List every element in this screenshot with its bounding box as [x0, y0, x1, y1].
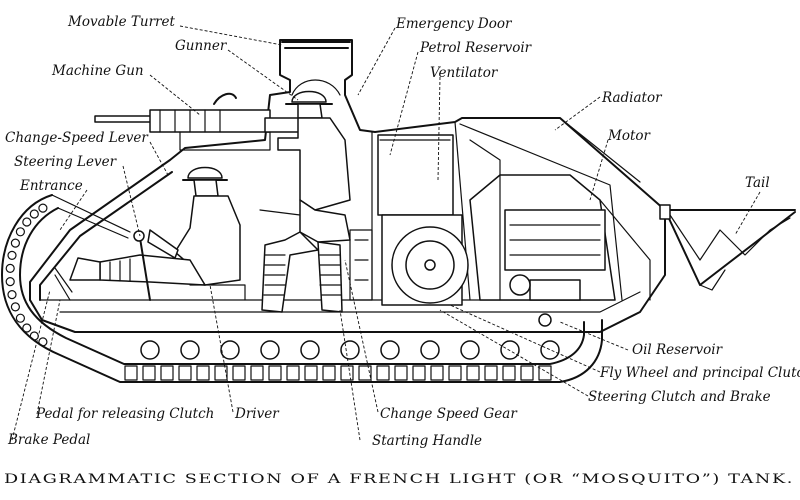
track-link [10, 238, 20, 248]
road-wheel [540, 340, 560, 360]
label-fly-wheel: Fly Wheel and principal Clutch [599, 365, 800, 381]
controls [54, 209, 301, 301]
track-link [160, 365, 174, 381]
road-wheel [140, 340, 160, 360]
label-brake-pedal: Brake Pedal [7, 432, 90, 448]
track-link [448, 365, 462, 381]
track-link [196, 365, 210, 381]
road-wheel [300, 340, 320, 360]
track-link [304, 365, 318, 381]
track-link [286, 365, 300, 381]
track-link [232, 365, 246, 381]
track-link [22, 323, 32, 333]
track-link [358, 365, 372, 381]
leader-lines [11, 25, 761, 441]
label-steering-clutch: Steering Clutch and Brake [588, 389, 771, 405]
track-link [466, 365, 480, 381]
track-link [250, 365, 264, 381]
track-link [394, 365, 408, 381]
label-machine-gun: Machine Gun [51, 63, 144, 79]
track-link [22, 217, 32, 227]
label-change-speed-lever: Change-Speed Lever [5, 130, 149, 146]
track-link [214, 365, 228, 381]
track-link [10, 302, 20, 312]
labels: Movable Turret Gunner Machine Gun Change… [5, 14, 800, 449]
machine-gun [94, 92, 301, 151]
track-link [268, 365, 282, 381]
track-link [142, 365, 156, 381]
track-link [340, 365, 354, 381]
track-link [502, 365, 516, 381]
track-link [29, 209, 39, 219]
label-movable-turret: Movable Turret [67, 14, 175, 30]
figure-caption: DIAGRAMMATIC SECTION OF A FRENCH LIGHT (… [4, 472, 794, 487]
label-emergency-door: Emergency Door [395, 16, 513, 32]
road-wheel [380, 340, 400, 360]
track-link [38, 337, 48, 347]
track-link [5, 263, 15, 273]
label-oil-reservoir: Oil Reservoir [632, 342, 724, 358]
road-wheel [420, 340, 440, 360]
driver-figure [69, 166, 241, 286]
track-link [376, 365, 390, 381]
label-radiator: Radiator [601, 90, 663, 106]
road-wheel [460, 340, 480, 360]
label-change-speed-gear: Change Speed Gear [380, 406, 518, 422]
label-tail: Tail [745, 175, 770, 191]
label-entrance: Entrance [19, 178, 83, 194]
hull [29, 39, 796, 333]
track-link [5, 277, 15, 287]
track-link [430, 365, 444, 381]
label-motor: Motor [607, 128, 652, 144]
track-link [29, 331, 39, 341]
label-starting-handle: Starting Handle [372, 433, 482, 449]
road-wheel [340, 340, 360, 360]
road-wheel [180, 340, 200, 360]
engine-room [349, 134, 651, 327]
label-steering-lever: Steering Lever [14, 154, 118, 170]
gunner-figure [261, 90, 351, 313]
track-link [15, 227, 25, 237]
track-link [7, 290, 17, 300]
track-link [7, 250, 17, 260]
label-ventilator: Ventilator [430, 65, 499, 81]
track-link [124, 365, 138, 381]
label-pedal-clutch: Pedal for releasing Clutch [35, 406, 214, 422]
track-link [484, 365, 498, 381]
road-wheel [220, 340, 240, 360]
track-link [38, 203, 48, 213]
label-gunner: Gunner [175, 38, 228, 54]
road-wheel [500, 340, 520, 360]
turret [281, 41, 351, 96]
label-driver: Driver [234, 406, 280, 422]
label-petrol-reservoir: Petrol Reservoir [419, 40, 533, 56]
track-link [520, 365, 534, 381]
track-link [15, 313, 25, 323]
road-wheel [260, 340, 280, 360]
track-link [412, 365, 426, 381]
track-link [322, 365, 336, 381]
track-link [538, 365, 552, 381]
track-link [178, 365, 192, 381]
